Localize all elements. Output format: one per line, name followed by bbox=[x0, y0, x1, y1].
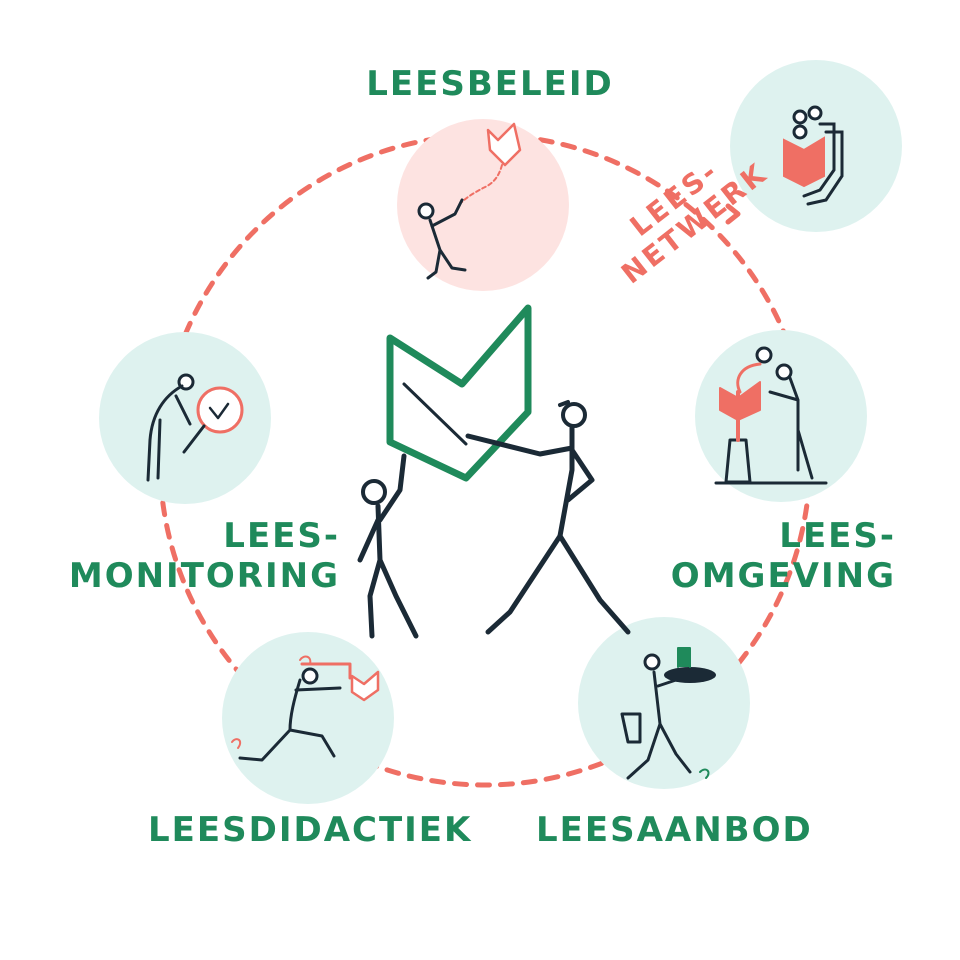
network-readers-icon bbox=[783, 105, 844, 206]
leesmonitoring-line2: MONITORING bbox=[68, 556, 340, 596]
leesaanbod-text: LEESAANBOD bbox=[536, 810, 813, 850]
leesaanbod-label: LEESAANBOD bbox=[536, 810, 813, 850]
leesaanbod-circle[interactable] bbox=[578, 617, 750, 789]
leesbeleid-label: LEESBELEID bbox=[360, 64, 620, 104]
leesmonitoring-line1: LEES- bbox=[223, 516, 340, 556]
magnifier-inspector-icon bbox=[146, 373, 244, 482]
leesomgeving-circle[interactable] bbox=[695, 330, 867, 502]
leesomgeving-line1: LEES- bbox=[779, 516, 896, 556]
runner-icon bbox=[231, 655, 380, 762]
leesomgeving-label: LEES- OMGEVING bbox=[640, 516, 896, 596]
central-readers-illustration bbox=[357, 304, 631, 639]
leesdidactiek-text: LEESDIDACTIEK bbox=[148, 810, 473, 850]
leesmonitoring-circle[interactable] bbox=[99, 332, 271, 504]
kite-flyer-icon bbox=[417, 122, 522, 280]
leesbeleid-text: LEESBELEID bbox=[366, 64, 614, 104]
big-book-icon bbox=[386, 304, 532, 482]
book-waiter-icon bbox=[620, 647, 716, 780]
plant-gardener-icon bbox=[714, 346, 828, 485]
network-arrow-icon bbox=[725, 203, 741, 225]
leesmonitoring-label: LEES- MONITORING bbox=[60, 516, 340, 596]
leesdidactiek-label: LEESDIDACTIEK bbox=[148, 810, 472, 850]
leesomgeving-line2: OMGEVING bbox=[670, 556, 896, 596]
